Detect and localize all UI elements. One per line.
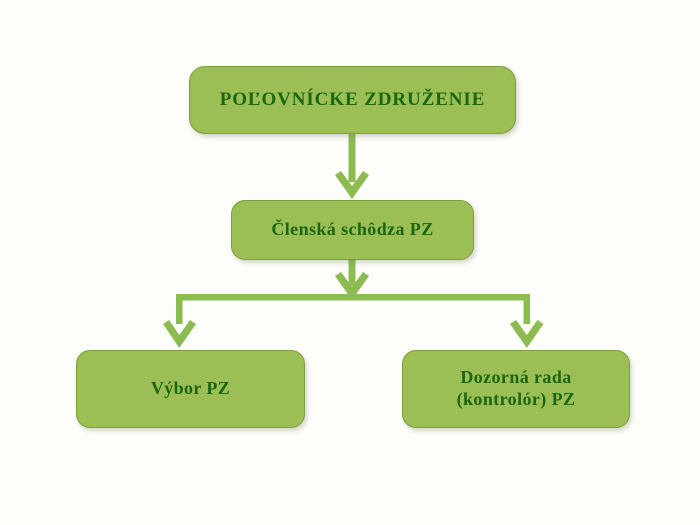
node-dozorna-rada-kontrolor-pz: Dozorná rada (kontrolór) PZ bbox=[402, 350, 630, 428]
node-label-root: POĽOVNÍCKE ZDRUŽENIE bbox=[219, 89, 486, 111]
connector-bus-to-committee-stem bbox=[176, 294, 183, 324]
connector-horizontal-bus bbox=[176, 294, 530, 301]
node-label-supervisory: Dozorná rada (kontrolór) PZ bbox=[456, 367, 576, 409]
arrowhead-root-to-assembly bbox=[335, 171, 369, 199]
arrowhead-bus-to-committee bbox=[163, 320, 196, 348]
connector-root-to-assembly-stem bbox=[348, 133, 356, 182]
arrowhead-assembly-to-bus bbox=[335, 272, 369, 300]
node-vybor-pz: Výbor PZ bbox=[76, 350, 305, 428]
connector-assembly-to-bus-stem bbox=[348, 259, 356, 286]
connector-bus-to-supervisory-stem bbox=[523, 294, 530, 324]
node-clenska-schodza-pz: Členská schôdza PZ bbox=[231, 200, 474, 260]
node-label-committee: Výbor PZ bbox=[150, 378, 231, 399]
node-label-assembly: Členská schôdza PZ bbox=[271, 219, 434, 240]
node-polovnicke-zdruzenie: POĽOVNÍCKE ZDRUŽENIE bbox=[189, 66, 516, 134]
arrowhead-bus-to-supervisory bbox=[510, 320, 544, 348]
